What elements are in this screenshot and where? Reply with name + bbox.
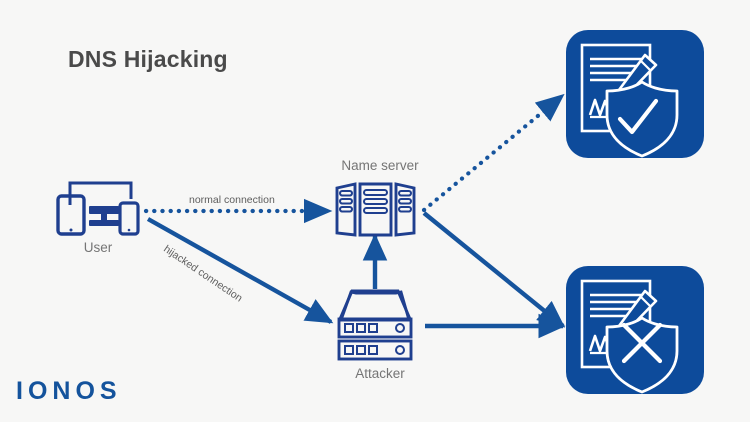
cross-icon	[621, 322, 663, 364]
edge-nameserver-to-legit	[421, 93, 565, 213]
nameserver-label: Name server	[341, 158, 419, 173]
edge-hijacked-connection	[146, 217, 334, 324]
desktop-monitor-icon	[89, 206, 119, 226]
check-icon	[617, 98, 659, 135]
ionos-logo: IONOS	[16, 377, 122, 405]
user-label: User	[83, 240, 113, 255]
shield-icon	[605, 316, 679, 394]
normal-connection-label: normal connection	[189, 194, 275, 206]
tablet-home-button	[69, 228, 73, 232]
page-title: DNS Hijacking	[68, 46, 228, 72]
edge-nameserver-to-fake	[422, 211, 566, 328]
attacker-label: Attacker	[355, 366, 405, 381]
phone-home-button	[127, 228, 131, 232]
